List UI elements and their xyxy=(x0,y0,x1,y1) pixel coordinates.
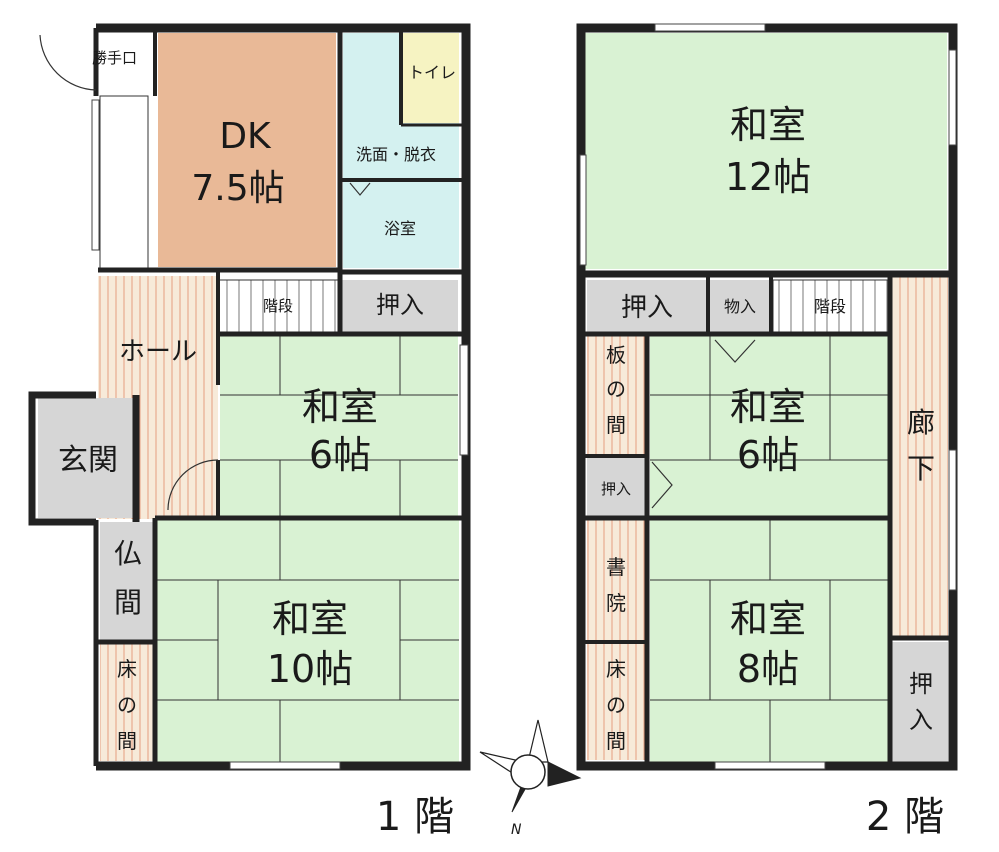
oshiire-2f-b xyxy=(587,458,645,516)
tokonoma-2f-3: 間 xyxy=(606,729,626,753)
hall-label: ホール xyxy=(119,337,197,367)
tokonoma-1f-1: 床 xyxy=(117,657,137,681)
toilet-label: トイレ xyxy=(408,63,456,82)
oshiire-2f-c xyxy=(892,642,948,762)
washitsu10-size: 10帖 xyxy=(267,647,353,691)
rouka-2: 下 xyxy=(907,452,935,485)
tokonoma-2f xyxy=(587,644,645,760)
butsuma-label-1: 仏 xyxy=(114,537,142,570)
rouka-1: 廊 xyxy=(907,406,935,439)
kitchen-counter xyxy=(99,95,149,269)
oshiire-b-label: 押入 xyxy=(601,480,631,498)
itanoma-2: の xyxy=(606,377,626,401)
oshiire-2f-a xyxy=(587,280,707,332)
itanoma xyxy=(587,336,645,454)
washitsu10-name: 和室 xyxy=(272,597,348,641)
washitsu-6-2f xyxy=(650,336,888,516)
butsuma xyxy=(100,522,155,640)
windows-1f xyxy=(91,99,469,770)
washitsu12-size: 12帖 xyxy=(725,155,811,199)
washitsu6-name-1f: 和室 xyxy=(302,385,378,429)
senmen-label: 洗面・脱衣 xyxy=(356,145,436,164)
shoin-1: 書 xyxy=(606,555,626,579)
oshiire-1f xyxy=(342,280,458,332)
yokushitsu-label: 浴室 xyxy=(384,219,416,238)
north-label: N xyxy=(511,822,522,838)
tokonoma-1f-2: の xyxy=(117,693,137,717)
oshiire-c-2: 入 xyxy=(909,706,933,734)
washitsu8-size: 8帖 xyxy=(737,647,799,691)
kaidan-label-2f: 階段 xyxy=(814,297,846,316)
compass-icon: N xyxy=(479,719,582,838)
washitsu8-name: 和室 xyxy=(730,597,806,641)
washitsu12-name: 和室 xyxy=(730,103,806,147)
walls-2f xyxy=(576,23,958,771)
oshiire-a-label: 押入 xyxy=(621,293,673,323)
tatami-lines-2f xyxy=(650,336,888,762)
floor-2: 和室 12帖 押入 物入 階段 板 の 間 和室 6帖 廊 下 押入 書 院 和… xyxy=(576,23,958,840)
washitsu-8 xyxy=(650,520,888,762)
washitsu-6-1f xyxy=(220,336,458,516)
floor-1: 勝手口 DK 7.5帖 トイレ 洗面・脱衣 浴室 階段 押入 ホール 玄関 和室… xyxy=(28,23,471,840)
shoin xyxy=(587,520,645,640)
floor1-label: 1 階 xyxy=(376,794,454,840)
tokonoma-1f xyxy=(100,644,155,761)
kaidan-label-1f: 階段 xyxy=(263,297,293,315)
genkan-label: 玄関 xyxy=(58,443,118,478)
dk-size: 7.5帖 xyxy=(191,168,284,209)
door-swings-1f xyxy=(39,34,371,511)
katte-label: 勝手口 xyxy=(92,49,137,67)
toilet-room xyxy=(403,33,459,123)
tokonoma-2f-1: 床 xyxy=(606,657,626,681)
butsuma-label-2: 間 xyxy=(114,586,142,619)
itanoma-3: 間 xyxy=(606,413,626,437)
washitsu6-size-2f: 6帖 xyxy=(737,433,799,477)
genkan-area xyxy=(38,398,136,518)
dk-room xyxy=(158,33,336,267)
dk-name: DK xyxy=(219,116,272,157)
tokonoma-1f-3: 間 xyxy=(117,729,137,753)
oshiire-c-1: 押 xyxy=(909,670,933,698)
monoire xyxy=(710,280,770,332)
washitsu6-size-1f: 6帖 xyxy=(309,433,371,477)
oshiire-label-1f: 押入 xyxy=(376,291,424,319)
shoin-2: 院 xyxy=(606,591,626,615)
washitsu6-name-2f: 和室 xyxy=(730,385,806,429)
washitsu-10-1f xyxy=(157,520,459,762)
tokonoma-2f-2: の xyxy=(606,693,626,717)
door-swings-2f xyxy=(651,339,756,509)
washitsu-12 xyxy=(585,33,947,269)
itanoma-1: 板 xyxy=(606,343,626,367)
windows-2f xyxy=(579,23,957,770)
tatami-lines xyxy=(157,336,459,762)
rouka xyxy=(892,276,948,638)
bathroom xyxy=(343,182,459,268)
monoire-label: 物入 xyxy=(724,297,756,316)
floor2-label: 2 階 xyxy=(866,794,944,840)
